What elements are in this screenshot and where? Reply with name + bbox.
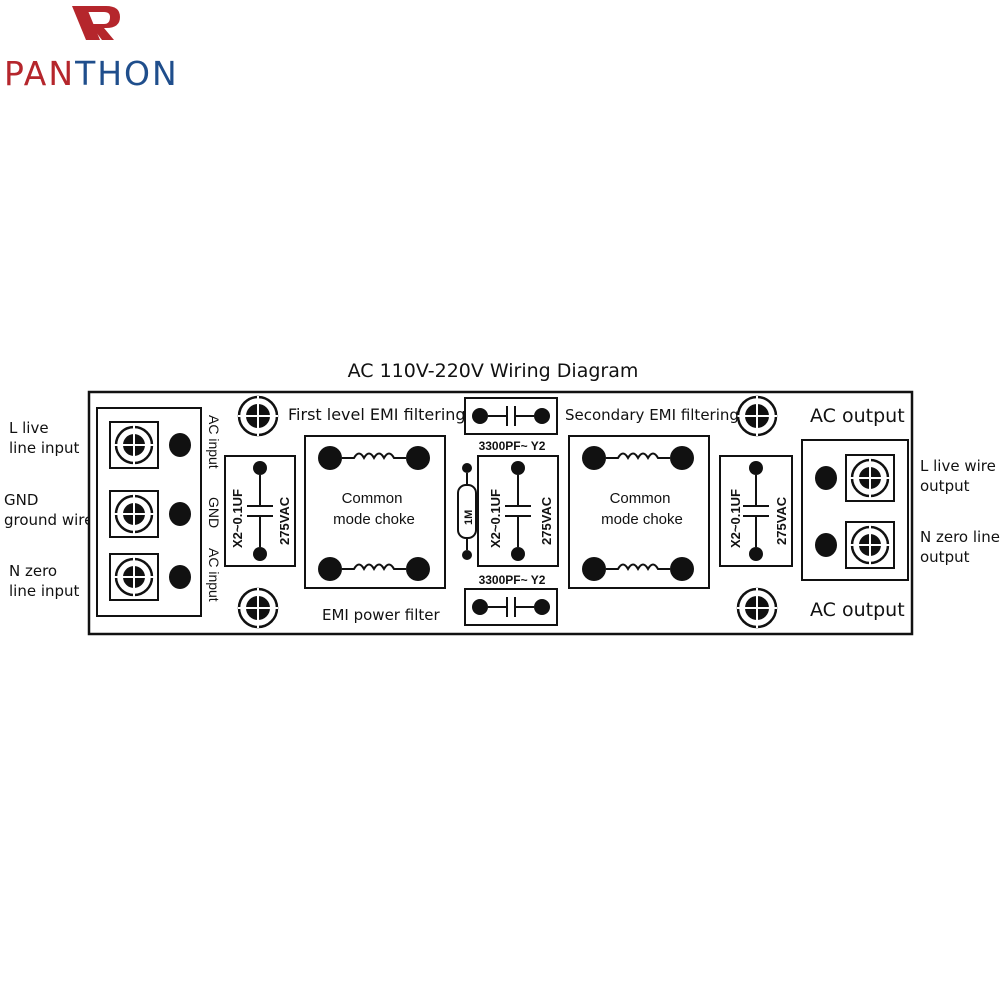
label-n-zero-output: N zero line output <box>920 528 1000 566</box>
output-terminal-l <box>844 453 896 503</box>
x2-cap-middle-label: X2~0.1UF <box>488 489 503 548</box>
label-gnd-board: GND <box>206 497 222 528</box>
mount-hole-top-right <box>735 394 779 438</box>
y2-bottom-label: 3300PF~ Y2 <box>479 573 546 587</box>
x2-cap-middle-voltage: 275VAC <box>539 496 554 545</box>
input-terminal-l <box>108 420 160 470</box>
brand-name-part2: THON <box>75 54 179 93</box>
brand-logo-icon <box>72 6 120 40</box>
label-ac-output-top: AC output <box>810 405 905 427</box>
x2-cap-left-label: X2~0.1UF <box>230 489 245 548</box>
label-emi-power-filter: EMI power filter <box>322 606 440 624</box>
brand-logo-text: PANTHON <box>4 54 179 93</box>
resistor-1m <box>457 484 477 539</box>
output-terminal-n <box>844 520 896 570</box>
label-ac-input-bottom: AC input <box>206 548 222 602</box>
mount-hole-bottom-right <box>735 586 779 630</box>
label-secondary-emi: Secondary EMI filtering <box>565 406 739 424</box>
label-first-level-emi: First level EMI filtering <box>288 405 466 424</box>
choke-right-line1: Common <box>610 490 671 507</box>
diagram-title: AC 110V-220V Wiring Diagram <box>347 360 639 382</box>
label-gnd-ground-wire: GND ground wire <box>4 491 94 529</box>
label-ac-input-top: AC input <box>206 415 222 469</box>
x2-cap-right-voltage: 275VAC <box>774 496 789 545</box>
mount-hole-top-left <box>236 394 280 438</box>
choke-right-line2: mode choke <box>601 511 683 528</box>
label-l-live-output: L live wire output <box>920 457 996 495</box>
choke-left-line1: Common <box>342 490 403 507</box>
choke-left-line2: mode choke <box>333 511 415 528</box>
mount-hole-bottom-left <box>236 586 280 630</box>
label-ac-output-bottom: AC output <box>810 599 905 621</box>
x2-cap-left-voltage: 275VAC <box>277 496 292 545</box>
input-terminal-gnd <box>108 489 160 539</box>
input-terminal-n <box>108 552 160 602</box>
label-l-live-input: L live line input <box>9 419 80 457</box>
label-n-zero-input: N zero line input <box>9 562 80 600</box>
y2-top-label: 3300PF~ Y2 <box>479 439 546 453</box>
x2-cap-right-label: X2~0.1UF <box>728 489 743 548</box>
brand-name-part1: PAN <box>4 54 76 93</box>
resistor-label: 1M <box>463 510 475 525</box>
